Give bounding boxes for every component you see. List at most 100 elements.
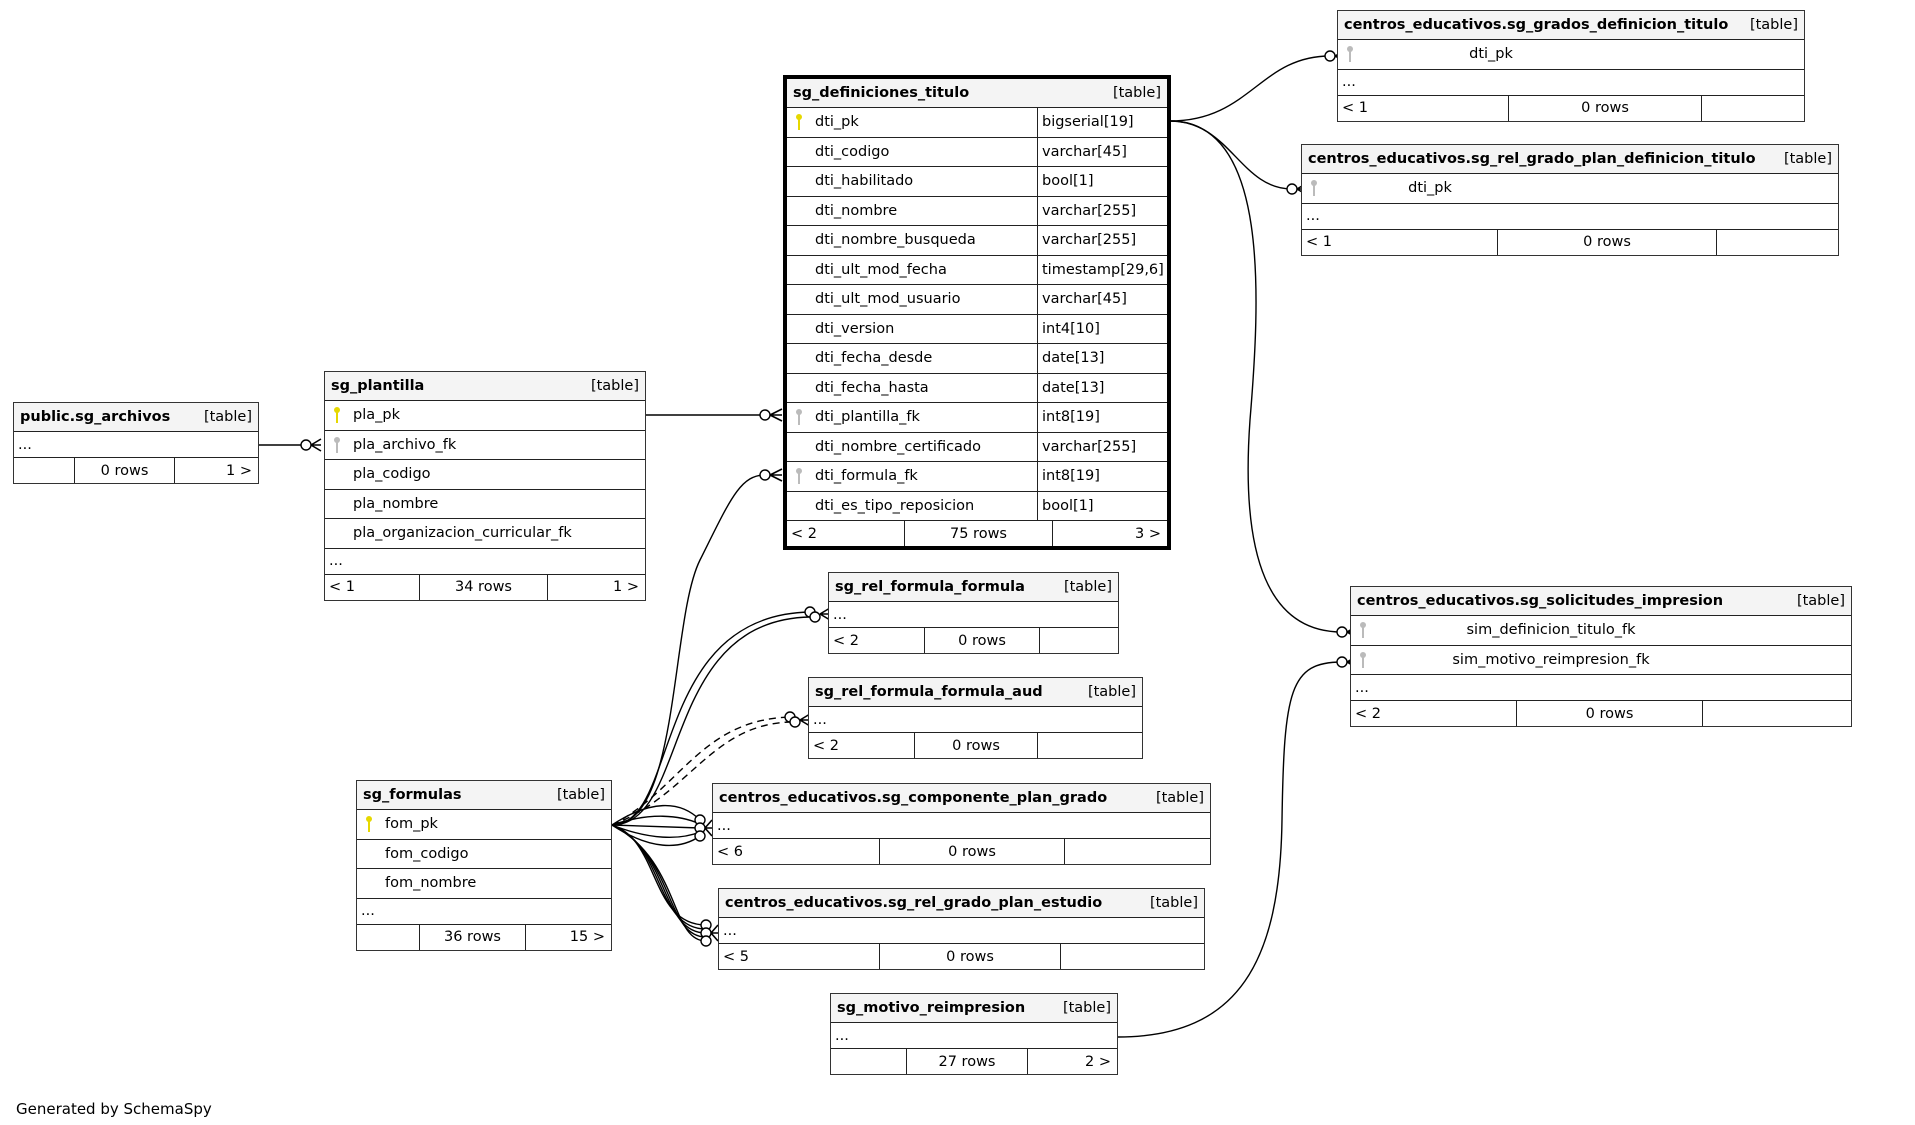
column-type: varchar[255] [1037,196,1167,225]
column-row: sim_motivo_reimpresion_fk [1351,646,1851,675]
children-link[interactable]: 1 > [613,579,639,595]
children-link[interactable]: 2 > [1085,1053,1111,1070]
column-type: int4[10] [1037,314,1167,343]
table-name[interactable]: sg_definiciones_titulo [793,85,970,101]
table-sg-rel-grado-plan-estudio[interactable]: centros_educativos.sg_rel_grado_plan_est… [718,888,1205,970]
foreign-key-icon [1311,180,1317,197]
parents-link[interactable]: < 2 [813,737,839,754]
column-row: fom_pk [357,810,611,840]
parents-link[interactable]: < 6 [717,843,743,860]
row-count: 0 rows [74,458,175,483]
column-type: date[13] [1037,373,1167,402]
table-footer: < 2 0 rows [829,628,1118,653]
parents-link[interactable]: < 1 [329,579,355,595]
table-name[interactable]: centros_educativos.sg_solicitudes_impres… [1357,593,1724,609]
edge-formulas-rel-formula-aud-1 [611,716,791,826]
row-count: 36 rows [419,924,526,950]
children-link[interactable] [1065,839,1210,864]
children-link[interactable] [1702,96,1804,121]
table-sg-grados-definicion-titulo[interactable]: centros_educativos.sg_grados_definicion_… [1337,10,1805,122]
table-footer: < 1 34 rows 1 > [325,574,645,600]
children-link[interactable] [1061,944,1204,969]
parents-link[interactable]: < 2 [1355,705,1381,722]
table-tag: [table] [556,787,605,803]
row-count: 75 rows [904,521,1053,546]
table-header: centros_educativos.sg_componente_plan_gr… [713,784,1210,813]
table-sg-rel-formula-formula[interactable]: sg_rel_formula_formula [table] ... < 2 0… [828,572,1119,654]
children-link[interactable]: 3 > [1135,525,1161,542]
column-row: pla_organizacion_curricular_fk [325,519,645,549]
column-row: dti_version int4[10] [787,314,1167,344]
table-tag: [table] [590,378,639,394]
table-tag: [table] [203,409,252,425]
table-tag: [table] [1155,790,1204,806]
table-header: sg_rel_formula_formula_aud [table] [809,678,1142,707]
table-header: public.sg_archivos [table] [14,403,258,432]
table-header: centros_educativos.sg_grados_definicion_… [1338,11,1804,40]
parents-link[interactable]: < 2 [833,632,859,649]
parents-link[interactable]: < 1 [1342,100,1368,116]
children-link[interactable] [1040,628,1118,653]
foreign-key-icon [334,436,340,453]
column-name: dti_formula_fk [787,462,1037,491]
crowfoot-solicitudes-definicion [1336,626,1348,638]
more-columns: ... [357,899,611,925]
table-name[interactable]: sg_plantilla [331,378,425,394]
column-row: sim_definicion_titulo_fk [1351,616,1851,646]
table-sg-rel-grado-plan-definicion-titulo[interactable]: centros_educativos.sg_rel_grado_plan_def… [1301,144,1839,256]
crowfoot-componente-3 [694,830,706,842]
column-name: dti_ult_mod_fecha [815,261,947,278]
parents-link[interactable] [357,925,419,950]
children-link[interactable] [1717,230,1838,255]
crowfoot-solicitudes-motivo [1336,656,1348,668]
table-public-sg-archivos[interactable]: public.sg_archivos [table] ... 0 rows 1 … [13,402,259,484]
table-name[interactable]: sg_rel_formula_formula [835,579,1025,595]
column-name: dti_nombre_certificado [815,438,982,455]
table-tag: [table] [1087,684,1136,700]
table-sg-componente-plan-grado[interactable]: centros_educativos.sg_componente_plan_gr… [712,783,1211,865]
row-count: 34 rows [419,574,548,600]
column-name: dti_version [815,320,895,337]
parents-link[interactable]: < 5 [723,948,749,965]
foreign-key-icon [796,468,802,485]
table-name[interactable]: centros_educativos.sg_grados_definicion_… [1344,17,1729,33]
edge-formulas-rel-grado-plan-estudio-4 [611,824,707,938]
edge-formulas-definiciones [611,474,766,826]
table-tag: [table] [1749,17,1798,33]
table-sg-solicitudes-impresion[interactable]: centros_educativos.sg_solicitudes_impres… [1350,586,1852,727]
table-name[interactable]: public.sg_archivos [20,409,171,425]
table-sg-rel-formula-formula-aud[interactable]: sg_rel_formula_formula_aud [table] ... <… [808,677,1143,759]
parents-link[interactable]: < 2 [791,525,817,542]
column-type: bool[1] [1037,167,1167,196]
table-name[interactable]: sg_motivo_reimpresion [837,1000,1026,1016]
table-header: sg_motivo_reimpresion [table] [831,994,1117,1023]
edge-formulas-componente-2 [611,815,701,826]
table-name[interactable]: centros_educativos.sg_componente_plan_gr… [719,790,1108,806]
parents-link[interactable] [14,458,74,483]
row-count: 0 rows [879,839,1065,864]
table-name[interactable]: sg_rel_formula_formula_aud [815,684,1043,700]
children-link[interactable] [1038,733,1142,758]
children-link[interactable]: 1 > [226,462,252,479]
table-footer: < 2 75 rows 3 > [787,521,1167,546]
column-row: fom_nombre [357,869,611,899]
table-name[interactable]: centros_educativos.sg_rel_grado_plan_def… [1308,151,1756,167]
column-name: dti_fecha_hasta [815,379,929,396]
children-link[interactable] [1703,701,1851,726]
edge-formulas-componente-3 [611,824,701,829]
table-name[interactable]: centros_educativos.sg_rel_grado_plan_est… [725,895,1103,911]
table-sg-motivo-reimpresion[interactable]: sg_motivo_reimpresion [table] ... 27 row… [830,993,1118,1075]
foreign-key-icon [1347,46,1353,63]
parents-link[interactable] [831,1049,906,1074]
foreign-key-icon [1360,651,1366,668]
table-name[interactable]: sg_formulas [363,787,462,803]
parents-link[interactable]: < 1 [1306,234,1332,250]
children-link[interactable]: 15 > [569,929,605,945]
table-header: sg_formulas [table] [357,781,611,810]
